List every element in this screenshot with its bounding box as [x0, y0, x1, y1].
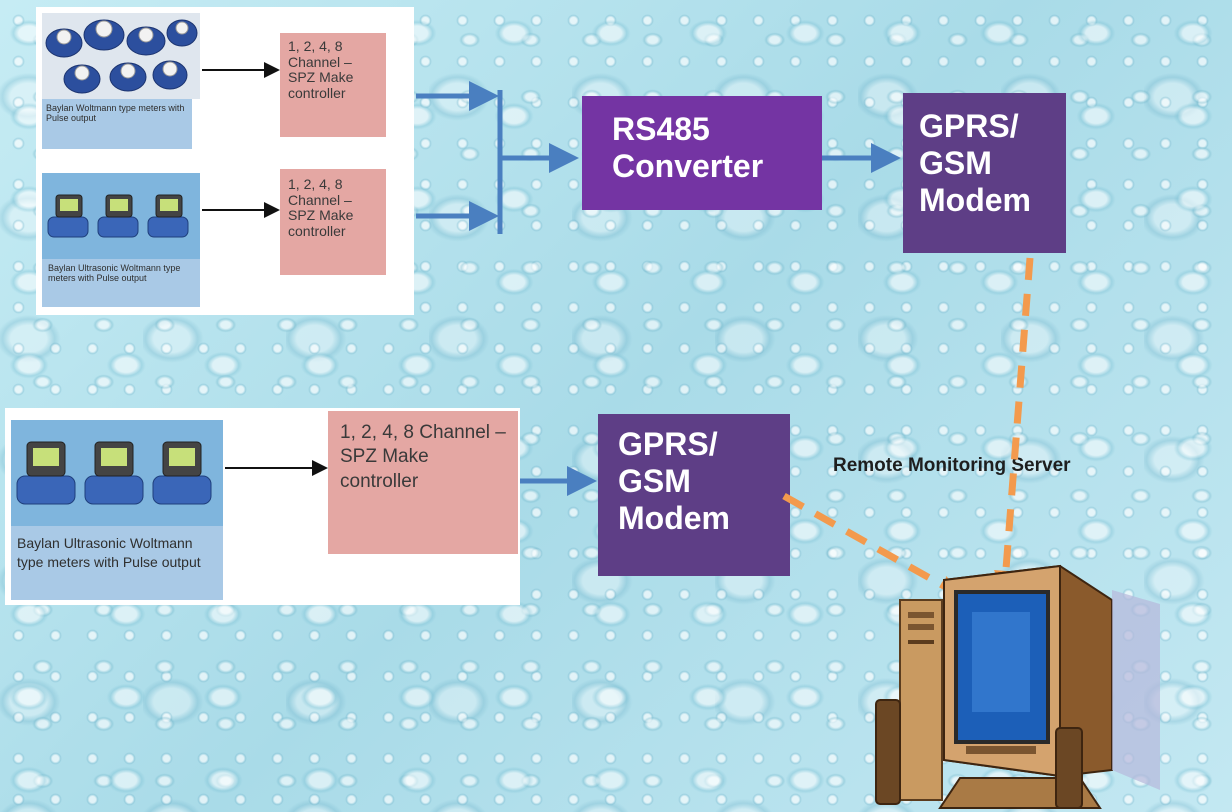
wireless-link-bottom-modem [782, 492, 960, 598]
meter-panel-bottom: Baylan Ultrasonic Woltmann type meters w… [5, 408, 520, 605]
gsm-modem-box-top: GPRS/ GSM Modem [903, 93, 1066, 253]
meter-panel-top: Baylan Woltmann type meters with Pulse o… [36, 7, 414, 315]
controller-box-c: 1, 2, 4, 8 Channel – SPZ Make controller [328, 411, 518, 554]
meter-label-ultrasonic-b: Baylan Ultrasonic Woltmann type meters w… [11, 526, 223, 600]
ultrasonic-meters-image-b [11, 420, 223, 526]
meter-label-ultrasonic-a: Baylan Ultrasonic Woltmann type meters w… [42, 259, 200, 307]
meter-label-woltmann: Baylan Woltmann type meters with Pulse o… [42, 99, 192, 149]
controller-box-b: 1, 2, 4, 8 Channel – SPZ Make controller [280, 169, 386, 275]
server-label: Remote Monitoring Server [833, 455, 1071, 476]
ultrasonic-meters-image-a [42, 173, 200, 259]
rs485-converter-box: RS485 Converter [582, 96, 822, 210]
controller-box-a: 1, 2, 4, 8 Channel – SPZ Make controller [280, 33, 386, 137]
wireless-link-top-modem [1001, 257, 1034, 583]
woltmann-meters-image [42, 13, 200, 99]
computer-icon [875, 564, 1160, 809]
gsm-modem-box-bottom: GPRS/ GSM Modem [598, 414, 790, 576]
